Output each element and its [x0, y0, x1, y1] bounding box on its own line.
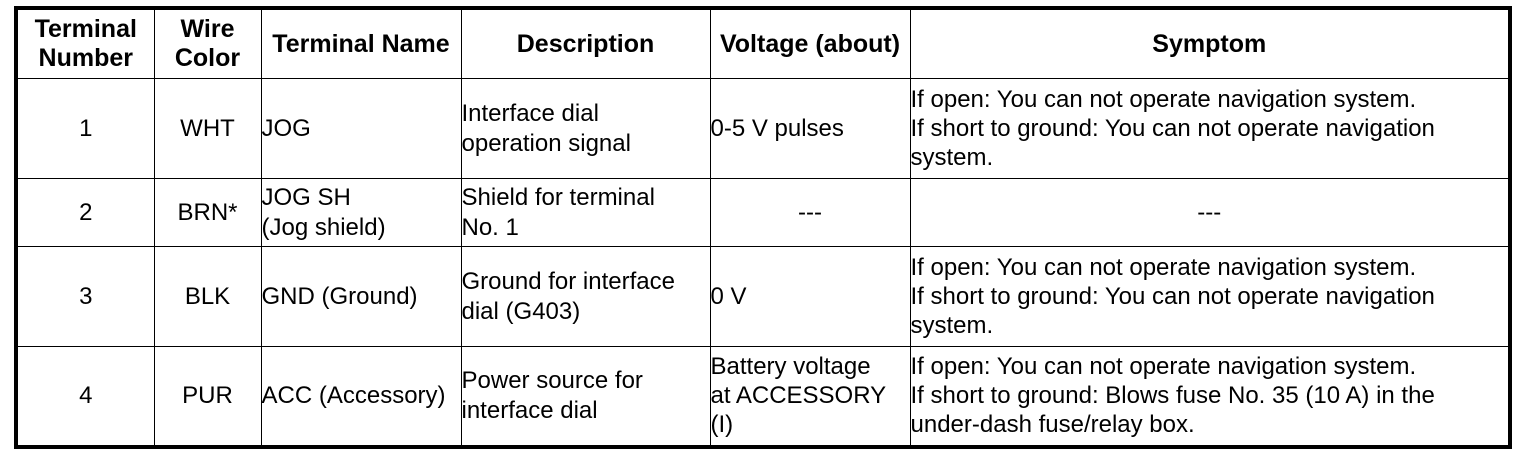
cell-terminal-number: 2 [15, 178, 155, 247]
cell-terminal-name: GND (Ground) [260, 246, 462, 347]
cell-terminal-name: JOG [260, 78, 462, 179]
cell-terminal-name: ACC (Accessory) [260, 346, 462, 447]
column-header-terminal-number: Terminal Number [15, 7, 155, 79]
terminal-spec-table-container: Terminal Number Wire Color Terminal Name… [14, 6, 1512, 449]
cell-symptom: If open: You can not operate navigation … [909, 246, 1511, 347]
cell-voltage: 0 V [709, 246, 911, 347]
table-row: 3 BLK GND (Ground) Ground for interface … [15, 246, 1511, 347]
cell-voltage: Battery voltage at ACCESSORY (I) [709, 346, 911, 447]
cell-wire-color: PUR [153, 346, 262, 447]
terminal-spec-table: Terminal Number Wire Color Terminal Name… [14, 6, 1512, 449]
column-header-symptom: Symptom [909, 7, 1511, 79]
table-row: 4 PUR ACC (Accessory) Power source for i… [15, 346, 1511, 447]
table-row: 1 WHT JOG Interface dial operation signa… [15, 78, 1511, 179]
header-row: Terminal Number Wire Color Terminal Name… [15, 7, 1511, 79]
cell-description: Power source for interface dial [460, 346, 711, 447]
cell-terminal-number: 4 [15, 346, 155, 447]
table-header: Terminal Number Wire Color Terminal Name… [15, 7, 1511, 79]
column-header-description: Description [460, 7, 711, 79]
cell-symptom: If open: You can not operate navigation … [909, 78, 1511, 179]
cell-wire-color: WHT [153, 78, 262, 179]
cell-terminal-number: 1 [15, 78, 155, 179]
cell-symptom: --- [909, 178, 1511, 247]
cell-description: Ground for interface dial (G403) [460, 246, 711, 347]
cell-voltage: 0-5 V pulses [709, 78, 911, 179]
cell-terminal-name: JOG SH (Jog shield) [260, 178, 462, 247]
table-row: 2 BRN* JOG SH (Jog shield) Shield for te… [15, 178, 1511, 247]
cell-description: Interface dial operation signal [460, 78, 711, 179]
cell-description: Shield for terminal No. 1 [460, 178, 711, 247]
cell-voltage: --- [709, 178, 911, 247]
cell-wire-color: BRN* [153, 178, 262, 247]
column-header-voltage: Voltage (about) [709, 7, 911, 79]
table-body: 1 WHT JOG Interface dial operation signa… [15, 78, 1511, 447]
cell-symptom: If open: You can not operate navigation … [909, 346, 1511, 447]
column-header-wire-color: Wire Color [153, 7, 262, 79]
cell-wire-color: BLK [153, 246, 262, 347]
cell-terminal-number: 3 [15, 246, 155, 347]
column-header-terminal-name: Terminal Name [260, 7, 462, 79]
